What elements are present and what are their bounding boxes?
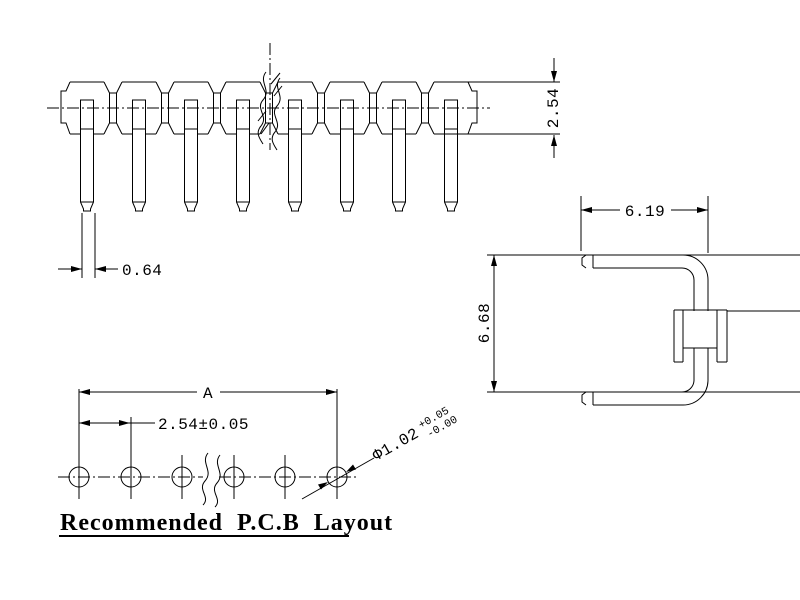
arrowhead bbox=[326, 389, 337, 395]
arrowhead bbox=[119, 420, 130, 426]
arrowhead bbox=[95, 266, 106, 272]
pin bbox=[288, 99, 302, 212]
hole bbox=[120, 466, 142, 488]
pin bbox=[80, 99, 94, 212]
body-right-end bbox=[467, 81, 478, 135]
side-view: 6.19 6.68 bbox=[476, 196, 800, 406]
front-view: 2.54 0.64 bbox=[47, 43, 563, 280]
dim-text-pin-width: 0.64 bbox=[122, 262, 162, 280]
dimension-overall: A bbox=[79, 385, 337, 403]
pin bbox=[236, 99, 250, 212]
arrowhead bbox=[697, 207, 708, 213]
dim-text-overall: A bbox=[203, 385, 213, 403]
dim-text-side-width: 6.19 bbox=[625, 203, 665, 221]
dim-text-side-height: 6.68 bbox=[476, 303, 494, 343]
arrowhead bbox=[491, 255, 497, 266]
dimension-pitch-front: 2.54 bbox=[434, 58, 563, 158]
arrowhead bbox=[551, 135, 557, 146]
pin bbox=[444, 99, 458, 212]
reference-lines bbox=[487, 254, 800, 393]
body-left-end bbox=[60, 81, 71, 135]
break-symbol-front bbox=[257, 71, 283, 151]
arrowhead bbox=[491, 381, 497, 392]
dimension-hole-pitch: 2.54±0.05 bbox=[79, 416, 249, 434]
arrowhead bbox=[551, 71, 557, 82]
hole bbox=[326, 466, 348, 488]
dimension-side-height: 6.68 bbox=[476, 255, 497, 392]
pcb-layout-caption: Recommended P.C.B Layout bbox=[59, 510, 393, 537]
pcb-holes bbox=[68, 389, 348, 500]
arrowhead bbox=[71, 266, 82, 272]
arrowhead bbox=[581, 207, 592, 213]
pin bbox=[132, 99, 146, 212]
arrowhead bbox=[318, 482, 328, 490]
insulator-body-side bbox=[673, 309, 728, 363]
dimension-side-width: 6.19 bbox=[580, 196, 709, 253]
arrowhead bbox=[79, 389, 90, 395]
bent-pin bbox=[581, 254, 709, 406]
pin bbox=[340, 99, 354, 212]
arrowhead bbox=[346, 464, 356, 472]
hole bbox=[68, 466, 90, 488]
pcb-layout-view: A 2.54±0.05 Φ1.02 +0.05 -0.00 Recommende… bbox=[58, 385, 460, 537]
arrowhead bbox=[79, 420, 90, 426]
drawing-title: Recommended P.C.B Layout bbox=[60, 510, 393, 536]
header-body-segments bbox=[60, 81, 478, 135]
break-symbol-pcb bbox=[201, 452, 221, 508]
pin bbox=[184, 99, 198, 212]
dimension-pin-width: 0.64 bbox=[58, 213, 162, 280]
pin bbox=[392, 99, 406, 212]
dim-text-pitch-front: 2.54 bbox=[545, 88, 563, 128]
dim-text-hole-pitch: 2.54±0.05 bbox=[158, 416, 249, 434]
